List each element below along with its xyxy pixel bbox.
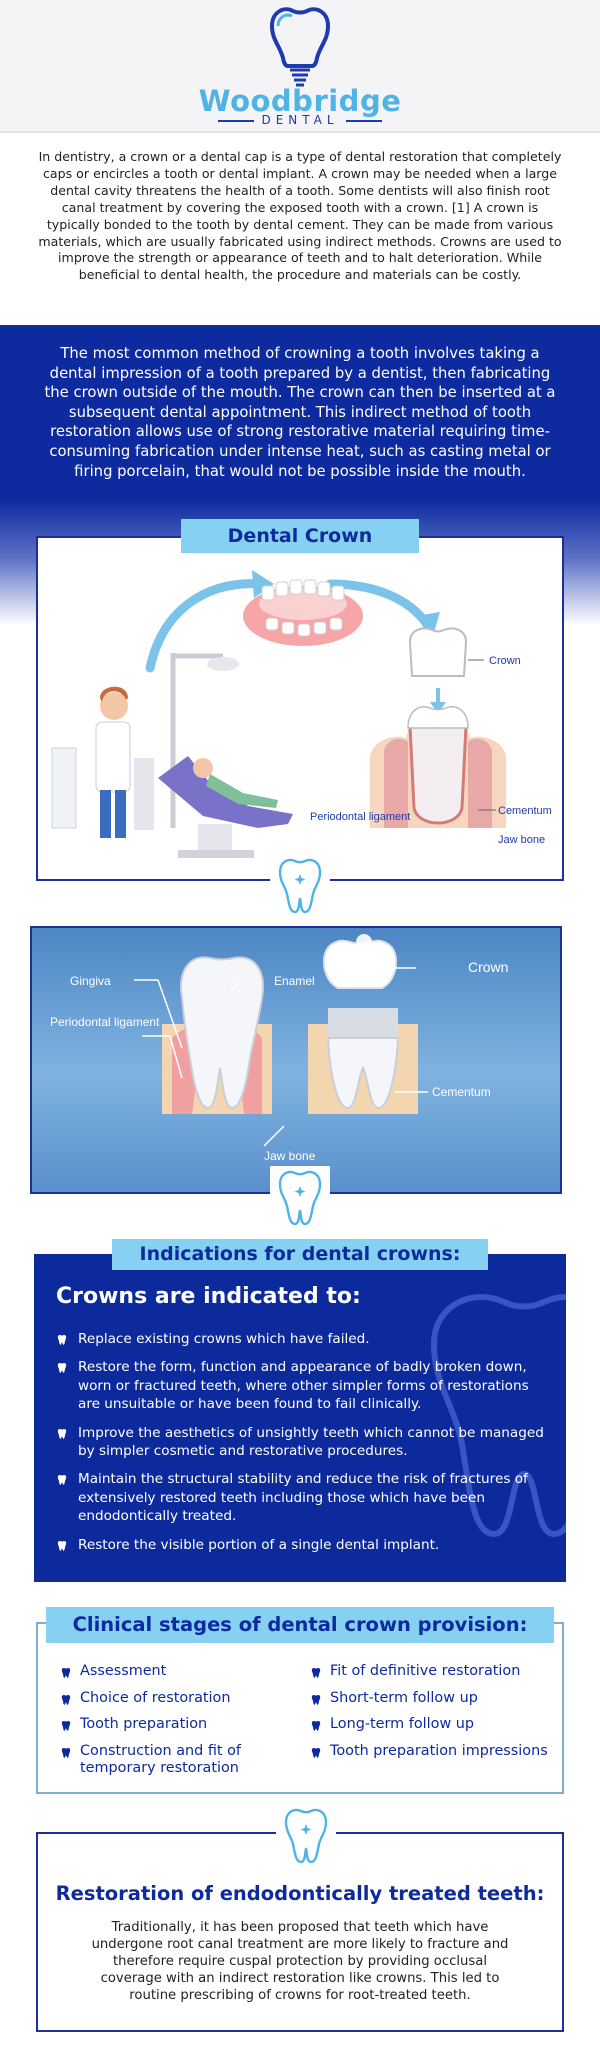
list-item: Long-term follow up bbox=[308, 1716, 548, 1734]
enamel-label: Enamel bbox=[274, 974, 315, 988]
tooth-divider-icon bbox=[276, 1804, 336, 1866]
tooth-bullet-icon bbox=[56, 1362, 68, 1374]
tooth-bullet-icon bbox=[56, 1428, 68, 1440]
indications-section: Crowns are indicated to: Replace existin… bbox=[34, 1254, 566, 1582]
cementum-label: Cementum bbox=[498, 805, 552, 817]
list-item-text: Tooth preparation bbox=[80, 1716, 208, 1732]
logo-wordmark[interactable]: Woodbridge bbox=[198, 84, 402, 118]
periodontal-ligament-label: Periodontal ligament bbox=[50, 1015, 160, 1029]
indications-label: Indications for dental crowns: bbox=[112, 1239, 488, 1270]
tooth-bullet-icon bbox=[60, 1694, 72, 1706]
list-item: Improve the aesthetics of unsightly teet… bbox=[54, 1424, 546, 1461]
dental-crown-illustration: Crown Cementum Jaw bone Periodontal liga… bbox=[51, 570, 552, 858]
dental-crown-panel: Crown Cementum Jaw bone Periodontal liga… bbox=[36, 536, 564, 881]
logo-subtitle: DENTAL bbox=[218, 113, 382, 127]
list-item-text: Restore the visible portion of a single … bbox=[78, 1536, 440, 1553]
dental-crown-label: Dental Crown bbox=[181, 519, 419, 553]
stages-label: Clinical stages of dental crown provisio… bbox=[46, 1607, 554, 1643]
list-item-text: Replace existing crowns which have faile… bbox=[78, 1331, 370, 1347]
tooth-divider-icon bbox=[270, 1166, 330, 1228]
list-item-text: Construction and fit of temporary restor… bbox=[80, 1742, 242, 1777]
list-item-text: Tooth preparation impressions bbox=[330, 1742, 548, 1759]
list-item: Construction and fit of temporary restor… bbox=[58, 1743, 298, 1778]
tooth-bullet-icon bbox=[310, 1667, 322, 1679]
tooth-anatomy-panel: Gingiva Enamel Crown Periodontal ligamen… bbox=[30, 926, 562, 1194]
list-item-text: Improve the aesthetics of unsightly teet… bbox=[78, 1424, 544, 1460]
tooth-bullet-icon bbox=[60, 1667, 72, 1679]
tooth-bullet-icon bbox=[60, 1747, 72, 1759]
divider bbox=[346, 120, 382, 122]
gingiva-label: Gingiva bbox=[70, 974, 111, 988]
periodontal-ligament-label: Periodontal ligament bbox=[310, 811, 410, 823]
jaw-bone-label: Jaw bone bbox=[498, 834, 545, 846]
list-item: Tooth preparation bbox=[58, 1716, 298, 1734]
jaw-bone-label: Jaw bone bbox=[264, 1149, 316, 1163]
list-item-text: Restore the form, function and appearanc… bbox=[78, 1359, 529, 1413]
crown-label: Crown bbox=[489, 655, 521, 667]
method-paragraph: The most common method of crowning a too… bbox=[44, 345, 556, 480]
list-item: Restore the form, function and appearanc… bbox=[54, 1358, 546, 1413]
tooth-bullet-icon bbox=[310, 1747, 322, 1759]
restoration-title: Restoration of endodontically treated te… bbox=[55, 1882, 545, 1905]
list-item-text: Maintain the structural stability and re… bbox=[78, 1471, 528, 1525]
list-item: Tooth preparation impressions bbox=[308, 1743, 548, 1761]
tooth-watermark-icon bbox=[430, 1294, 566, 1538]
list-item-text: Short-term follow up bbox=[330, 1689, 478, 1706]
list-item: Replace existing crowns which have faile… bbox=[54, 1330, 546, 1348]
indications-title: Crowns are indicated to: bbox=[56, 1284, 361, 1309]
crown-label: Crown bbox=[468, 959, 508, 975]
tooth-divider-icon bbox=[270, 854, 330, 916]
tooth-bullet-icon bbox=[56, 1334, 68, 1346]
list-item: Maintain the structural stability and re… bbox=[54, 1470, 546, 1525]
list-item-text: Long-term follow up bbox=[330, 1716, 475, 1732]
tooth-bullet-icon bbox=[60, 1720, 72, 1732]
tooth-bullet-icon bbox=[310, 1694, 322, 1706]
indications-list: Replace existing crowns which have faile… bbox=[54, 1330, 546, 1564]
tooth-bullet-icon bbox=[56, 1474, 68, 1486]
list-item: Choice of restoration bbox=[58, 1690, 298, 1708]
stages-list-left: Assessment Choice of restoration Tooth p… bbox=[58, 1663, 298, 1787]
tooth-bullet-icon bbox=[56, 1540, 68, 1552]
tooth-anatomy-illustration: Gingiva Enamel Crown Periodontal ligamen… bbox=[50, 934, 508, 1163]
list-item: Restore the visible portion of a single … bbox=[54, 1536, 546, 1554]
cementum-label: Cementum bbox=[432, 1085, 491, 1099]
restoration-paragraph: Traditionally, it has been proposed that… bbox=[91, 1920, 509, 2003]
logo-sub-text: DENTAL bbox=[261, 113, 339, 127]
intro-paragraph: In dentistry, a crown or a dental cap is… bbox=[38, 149, 562, 283]
list-item: Short-term follow up bbox=[308, 1690, 548, 1708]
list-item-text: Assessment bbox=[80, 1663, 167, 1679]
list-item-text: Fit of definitive restoration bbox=[330, 1663, 521, 1679]
list-item: Fit of definitive restoration bbox=[308, 1663, 548, 1681]
list-item: Assessment bbox=[58, 1663, 298, 1681]
stages-list-right: Fit of definitive restoration Short-term… bbox=[308, 1663, 548, 1769]
divider bbox=[218, 120, 254, 122]
list-item-text: Choice of restoration bbox=[80, 1689, 231, 1706]
logo-tooth-icon bbox=[269, 7, 331, 87]
page-header: Woodbridge DENTAL bbox=[0, 0, 600, 133]
tooth-bullet-icon bbox=[310, 1720, 322, 1732]
